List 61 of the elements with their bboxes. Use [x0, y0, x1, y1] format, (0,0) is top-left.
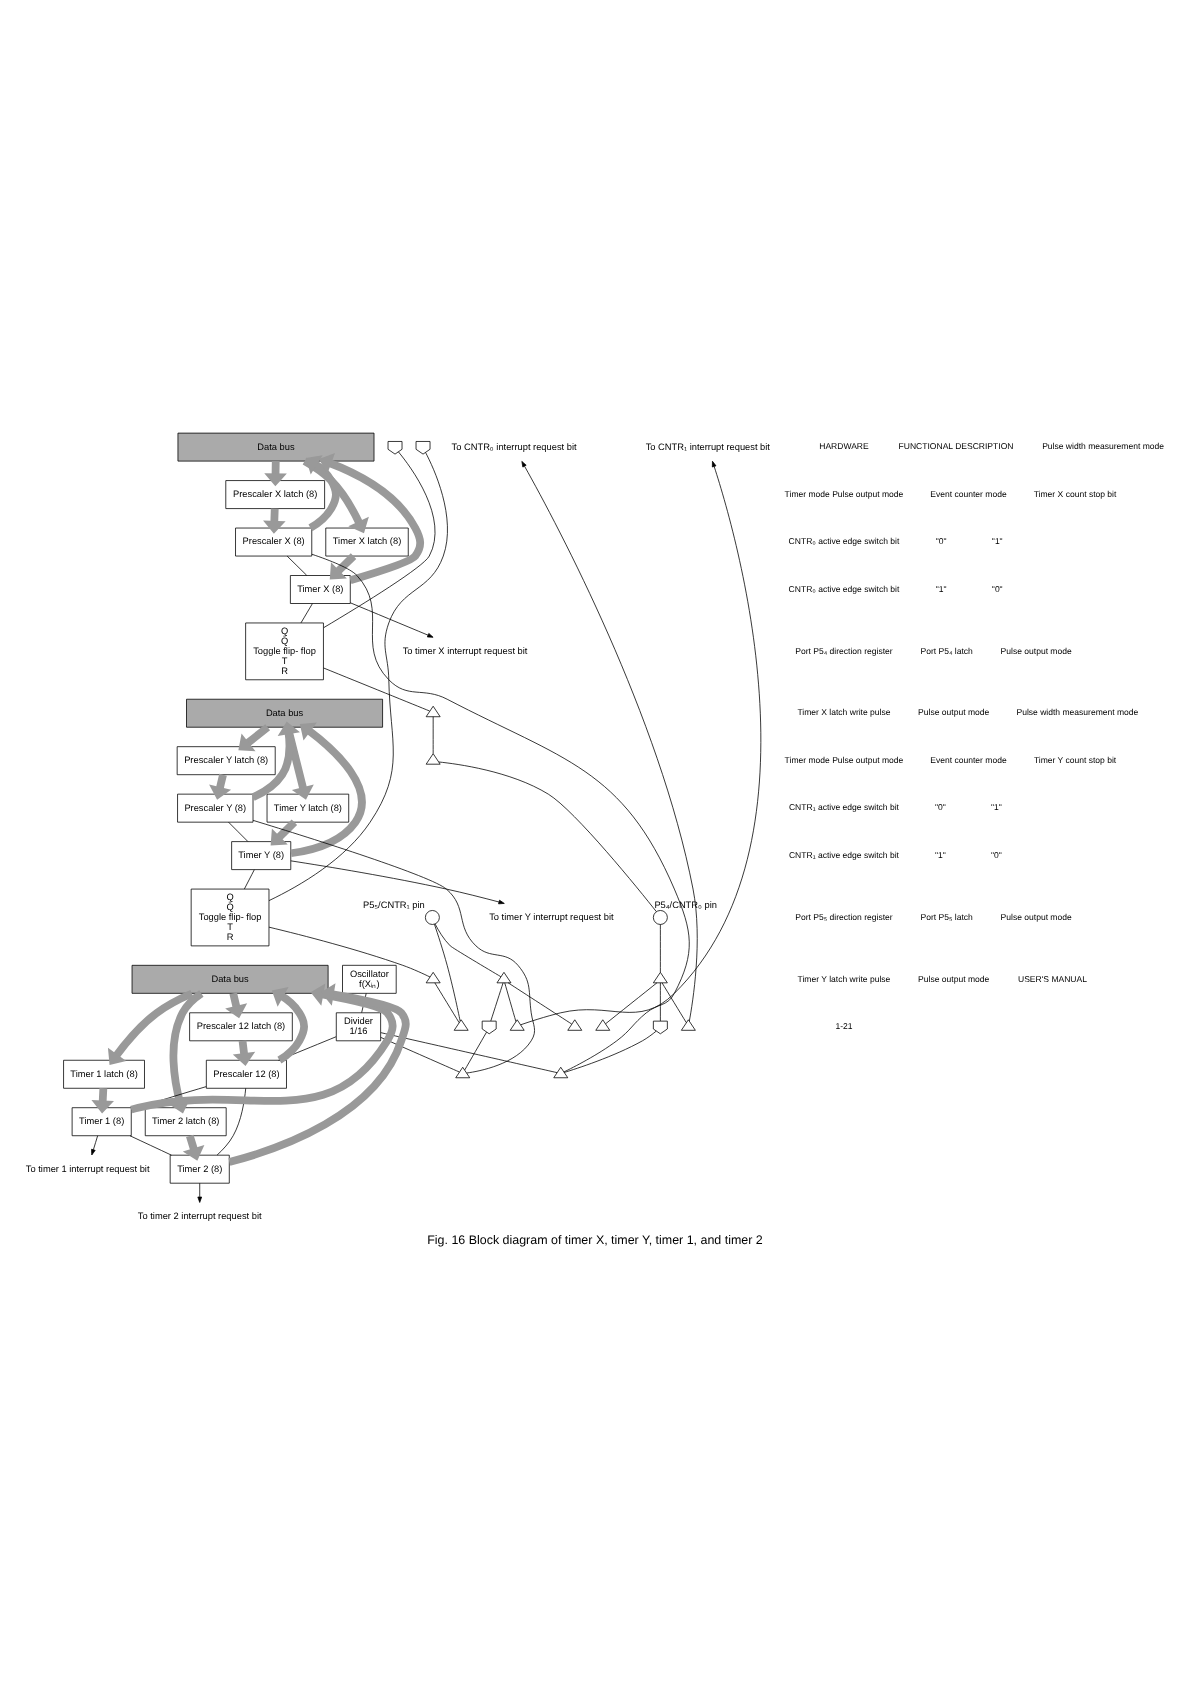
connector [268, 926, 431, 978]
connector [252, 819, 535, 1074]
node-triangle [455, 1066, 471, 1079]
connector [659, 924, 661, 973]
arrow [349, 602, 434, 638]
connector [434, 982, 460, 1023]
node-triangle [425, 971, 441, 984]
arrow [290, 860, 505, 905]
node-circle [652, 910, 668, 925]
connector [228, 821, 249, 842]
node-gate [481, 1020, 497, 1035]
arrow [521, 461, 698, 1022]
node-gate [387, 441, 403, 455]
node-circle [425, 910, 440, 925]
connector [380, 1037, 460, 1073]
arrow [270, 819, 298, 846]
node-triangle [425, 705, 441, 718]
connector [432, 716, 434, 754]
arrow [520, 460, 762, 1026]
node-triangle [595, 1019, 611, 1031]
connector [434, 923, 502, 978]
connector [216, 1087, 247, 1156]
connector [323, 451, 436, 628]
connector [300, 603, 313, 624]
arrow [168, 990, 204, 1114]
connector [438, 761, 657, 913]
node-triangle [652, 971, 668, 984]
connector [129, 1135, 172, 1156]
arrow [107, 989, 194, 1065]
connector [504, 982, 517, 1022]
arrow [197, 1182, 203, 1203]
node-triangle [681, 1019, 696, 1031]
connector [563, 1030, 657, 1073]
connector [464, 1031, 487, 1071]
connector [380, 1032, 558, 1074]
connector [659, 982, 661, 1022]
connector [605, 982, 658, 1025]
connector [661, 982, 687, 1023]
arrow [319, 452, 425, 584]
connector [323, 667, 430, 712]
arrow [238, 724, 271, 752]
arrow [91, 1135, 99, 1156]
arrow [302, 457, 369, 534]
connector [490, 982, 504, 1022]
node-triangle [425, 753, 441, 765]
arrow [305, 455, 340, 532]
node-gate [652, 1020, 668, 1035]
connector [507, 982, 573, 1025]
arrow [251, 721, 300, 801]
arrow [290, 722, 366, 858]
node-triangle [553, 1066, 569, 1079]
node-triangle [509, 1019, 525, 1031]
node-triangle [567, 1019, 583, 1031]
connector [286, 555, 308, 576]
arrow [329, 553, 357, 580]
node-gate [415, 441, 431, 455]
node-triangle [453, 1019, 469, 1031]
connector [243, 869, 255, 890]
connector [434, 923, 461, 1022]
connector [311, 553, 690, 1073]
node-triangle [496, 971, 512, 984]
